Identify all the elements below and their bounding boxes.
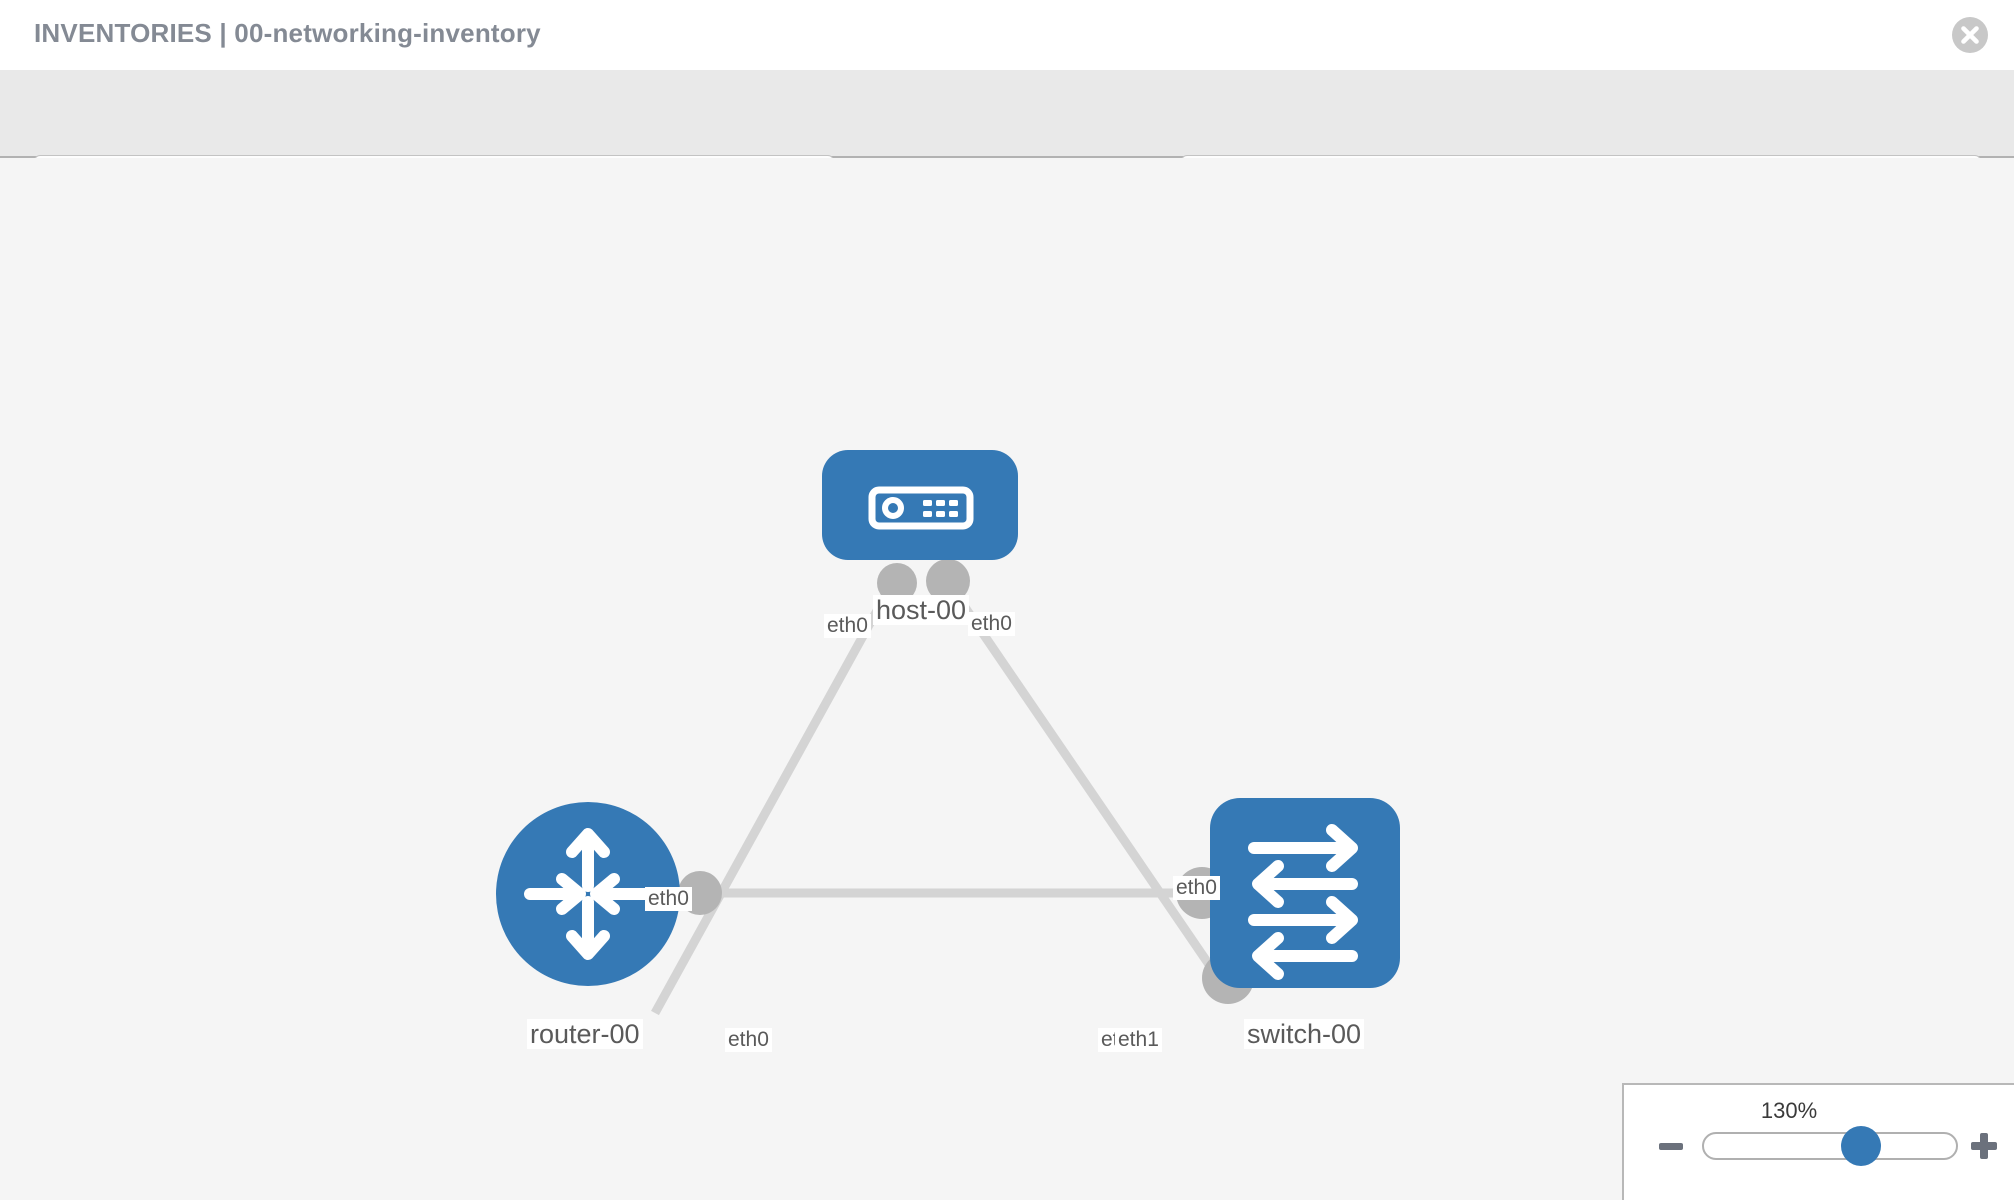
- link-host-switch: [941, 575, 1229, 991]
- close-icon[interactable]: [1952, 17, 1988, 53]
- zoom-slider-track[interactable]: [1702, 1132, 1958, 1160]
- zoom-control-panel: 130%: [1622, 1083, 2014, 1200]
- link-host-router: [651, 575, 899, 1016]
- edge-label-host-right: eth0: [968, 612, 1015, 637]
- node-label-switch-00: switch-00: [1244, 1019, 1365, 1050]
- topology-graph: [496, 450, 1400, 1016]
- edge-label-switch-diag: eth0: [1173, 876, 1220, 901]
- zoom-level-value: 130%: [1760, 1098, 1818, 1123]
- edge-label-switch-horiz: eth1: [1115, 1028, 1162, 1053]
- node-router-00[interactable]: [496, 802, 680, 986]
- node-label-host-00: host-00: [873, 595, 970, 626]
- edge-label-host-left: eth0: [824, 614, 871, 639]
- node-switch-00[interactable]: [1210, 798, 1400, 988]
- page-title: INVENTORIES | 00-networking-inventory: [34, 18, 541, 48]
- node-host-00[interactable]: [822, 450, 1018, 560]
- page-header: INVENTORIES | 00-networking-inventory: [0, 0, 2014, 70]
- zoom-slider-thumb[interactable]: [1840, 1126, 1881, 1166]
- connector-host-left: [877, 563, 917, 603]
- edge-label-router-diag: eth0: [645, 887, 692, 912]
- toolbar: ACTIONS SEARCH: [0, 70, 2014, 212]
- connector-host-right: [926, 559, 970, 603]
- edge-label-router-horiz: eth0: [725, 1028, 772, 1053]
- node-label-router-00: router-00: [527, 1019, 643, 1050]
- zoom-in-button[interactable]: [1971, 1133, 1997, 1159]
- zoom-out-button[interactable]: [1659, 1143, 1683, 1150]
- topology-canvas[interactable]: host-00 router-00 switch-00 eth0 eth0 et…: [0, 158, 2014, 1200]
